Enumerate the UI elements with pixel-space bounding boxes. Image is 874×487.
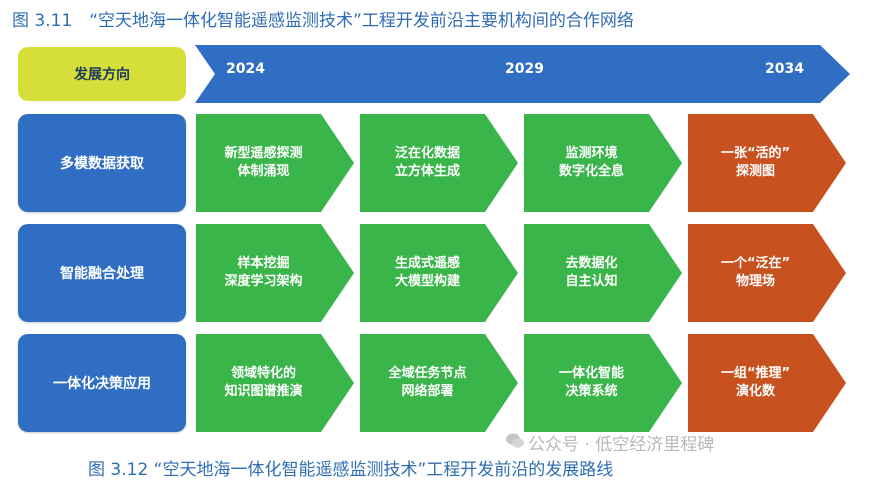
stage-cell-text: 全域任务节点 网络部署 [388, 366, 467, 399]
figure-caption-bottom: 图 3.12 “空天地海一体化智能遥感监测技术”工程开发前沿的发展路线 [88, 460, 614, 480]
year-2034: 2034 [765, 61, 804, 77]
stage-cell-text: 去数据化 自主认知 [565, 256, 618, 289]
stage-cell: 泛在化数据 立方体生成 [360, 114, 520, 212]
year-2029: 2029 [505, 61, 544, 77]
stage-cell: 生成式遥感 大模型构建 [360, 224, 520, 322]
stage-cell-text: 生成式遥感 大模型构建 [394, 256, 460, 289]
stage-cell: 领域特化的 知识图谱推演 [196, 334, 356, 432]
figure-caption-top: 图 3.11 “空天地海一体化智能遥感监测技术”工程开发前沿主要机构间的合作网络 [12, 11, 634, 31]
goal-cell: 一张“活的” 探测图 [688, 114, 848, 212]
stage-cell: 去数据化 自主认知 [524, 224, 684, 322]
wechat-icon [506, 433, 524, 448]
row-label-data-acquisition: 多模数据获取 [18, 114, 186, 212]
row-label-fusion-processing: 智能融合处理 [18, 224, 186, 322]
stage-cell: 新型遥感探测 体制涌现 [196, 114, 356, 212]
stage-cell-text: 泛在化数据 立方体生成 [394, 146, 460, 179]
goal-cell-text: 一个“泛在” 物理场 [720, 256, 791, 289]
goal-cell: 一个“泛在” 物理场 [688, 224, 848, 322]
stage-cell-text: 监测环境 数字化全息 [558, 146, 624, 179]
row-label-decision-application: 一体化决策应用 [18, 334, 186, 432]
stage-cell: 样本挖掘 深度学习架构 [196, 224, 356, 322]
stage-cell: 全域任务节点 网络部署 [360, 334, 520, 432]
stage-cell-text: 新型遥感探测 体制涌现 [224, 146, 303, 179]
year-2024: 2024 [226, 61, 265, 77]
stage-cell-text: 一体化智能 决策系统 [558, 366, 624, 399]
stage-cell: 一体化智能 决策系统 [524, 334, 684, 432]
goal-cell: 一组“推理” 演化数 [688, 334, 848, 432]
goal-cell-text: 一张“活的” 探测图 [720, 146, 791, 179]
goal-cell-text: 一组“推理” 演化数 [720, 366, 791, 399]
timeline-arrow [195, 45, 850, 103]
watermark-text: 公众号 · 低空经济里程碑 [528, 435, 715, 455]
stage-cell-text: 领域特化的 知识图谱推演 [224, 366, 303, 399]
direction-label: 发展方向 [18, 47, 186, 101]
stage-cell: 监测环境 数字化全息 [524, 114, 684, 212]
stage-cell-text: 样本挖掘 深度学习架构 [224, 256, 303, 289]
